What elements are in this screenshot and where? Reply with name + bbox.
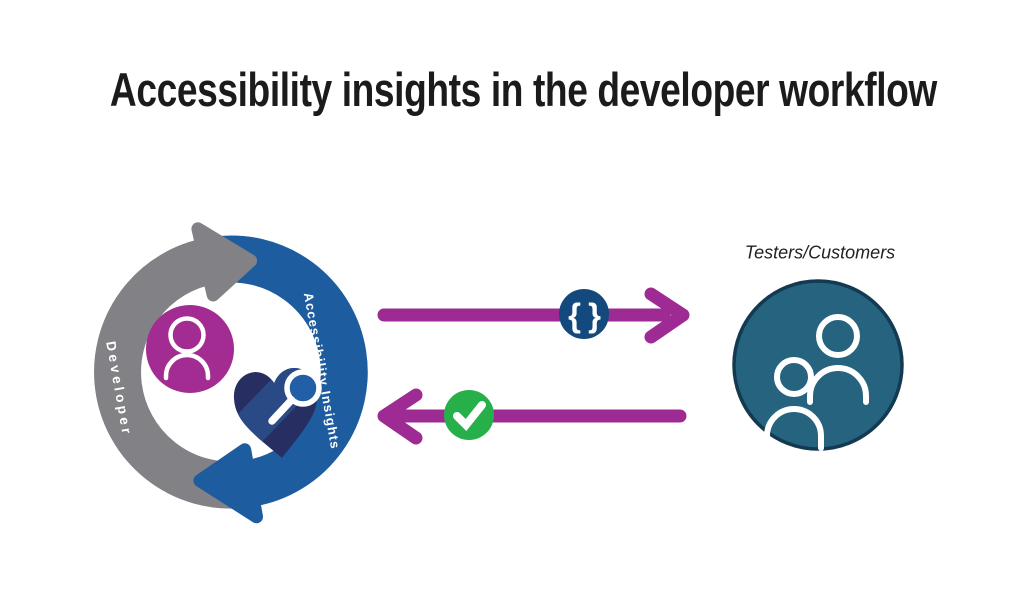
person-back-shoulders-icon — [807, 365, 869, 405]
person-back-head-icon — [816, 314, 860, 358]
magnifier-handle-icon — [268, 396, 296, 425]
code-braces-badge — [559, 289, 609, 339]
check-icon — [453, 401, 486, 431]
accessibility-insights-arrowhead-icon — [193, 443, 263, 524]
developer-arc — [94, 237, 243, 509]
flow-to-testers-arrowhead-icon — [644, 287, 690, 344]
page-title-text: Accessibility insights in the developer … — [109, 63, 937, 116]
testers-customers-circle — [732, 279, 904, 451]
accessibility-insights-arc — [212, 235, 368, 507]
developer-person-shoulders-icon — [163, 352, 211, 381]
page-title: Accessibility insights in the developer … — [0, 62, 1024, 117]
accessibility-insights-logo — [232, 365, 322, 458]
person-front-head-icon — [774, 357, 814, 397]
flow-to-developer-arrowhead-icon — [377, 388, 423, 445]
magnifier-lens-icon — [284, 369, 322, 407]
people-icon — [764, 314, 869, 451]
code-braces-icon: { } — [568, 297, 601, 334]
developer-arrowhead-icon — [191, 222, 258, 302]
testers-customers-label: Testers/Customers — [744, 242, 896, 263]
developer-person-icon — [168, 316, 206, 354]
person-front-shoulders-icon — [764, 406, 824, 451]
